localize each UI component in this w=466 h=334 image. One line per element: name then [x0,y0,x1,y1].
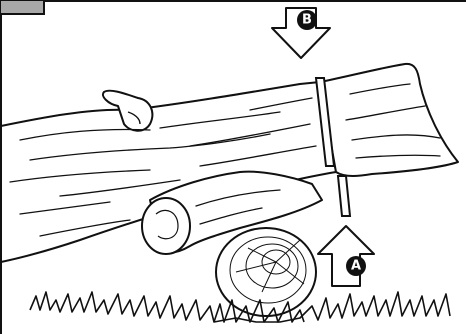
arrow-b-down: B [272,8,330,58]
arrow-a-up: A [318,226,374,286]
branch-end-face [142,198,190,254]
callout-a-label: A [351,259,361,274]
corner-box [0,0,44,14]
callout-b-label: B [302,13,312,28]
log-right-section [320,64,458,176]
